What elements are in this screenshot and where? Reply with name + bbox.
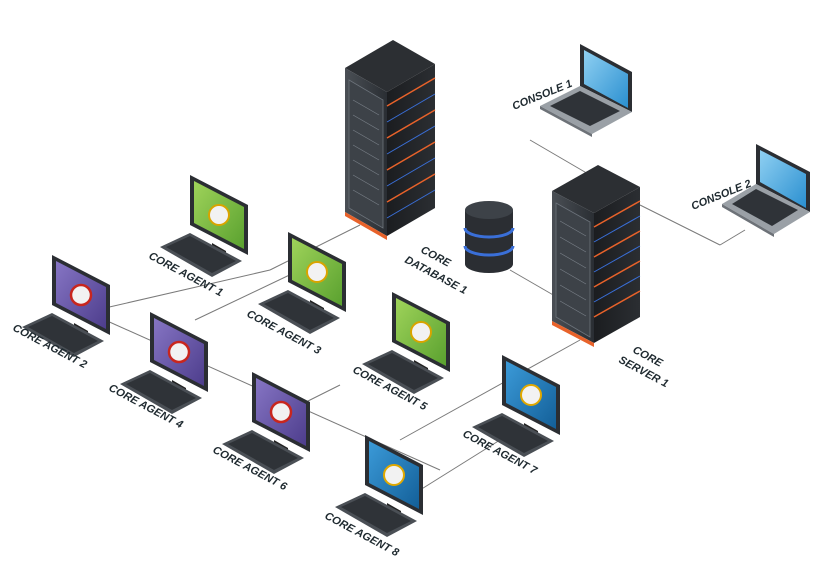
rack-accent-stripes bbox=[386, 77, 436, 203]
link-console2-server bbox=[639, 204, 721, 246]
core-agent-5-computer bbox=[362, 292, 450, 394]
core-agent-7-computer bbox=[472, 355, 560, 457]
main-server-rack bbox=[345, 40, 436, 240]
app-logo-icon bbox=[306, 261, 328, 283]
console-1-laptop bbox=[540, 44, 632, 137]
rack-side bbox=[387, 64, 435, 236]
rack-door bbox=[348, 79, 384, 229]
link-db-server bbox=[509, 269, 556, 297]
core-agent-8-computer bbox=[335, 435, 423, 537]
core-agent-1-computer bbox=[160, 175, 248, 277]
core-agent-6-computer bbox=[222, 372, 310, 474]
app-logo-icon bbox=[410, 321, 432, 343]
link-server-agent7 bbox=[399, 339, 581, 441]
rack-base-accent bbox=[345, 212, 387, 240]
app-logo-icon bbox=[69, 283, 93, 307]
core-agent-3-computer bbox=[258, 232, 346, 334]
rack-top bbox=[552, 165, 640, 213]
link-console1-server bbox=[529, 139, 591, 176]
rack-side bbox=[594, 187, 640, 343]
laptop-keyboard bbox=[550, 91, 620, 126]
core-agent-4-computer bbox=[120, 312, 208, 414]
rack-top bbox=[345, 40, 435, 92]
rack-accent-stripes bbox=[593, 200, 641, 318]
link-agent7-agent8 bbox=[419, 439, 501, 491]
console-2-laptop bbox=[722, 144, 810, 237]
rack-blue-stripes bbox=[386, 93, 436, 219]
link-console2-drop bbox=[719, 229, 746, 246]
rack-base-accent bbox=[552, 321, 594, 347]
laptop-keyboard bbox=[732, 189, 798, 226]
app-logo-icon bbox=[167, 340, 191, 364]
laptop-screen bbox=[760, 150, 806, 208]
app-logo-icon bbox=[383, 464, 405, 486]
rack-door bbox=[555, 202, 591, 338]
app-logo-icon bbox=[208, 204, 230, 226]
app-logo-icon bbox=[269, 400, 293, 424]
app-logo-icon bbox=[520, 384, 542, 406]
rack-door-vents bbox=[559, 220, 587, 317]
database-icon bbox=[463, 201, 515, 273]
link-agent1-agent2 bbox=[104, 269, 271, 309]
core-agent-2-computer bbox=[22, 255, 110, 357]
laptop-screen bbox=[584, 50, 628, 108]
link-agent3-agent4 bbox=[194, 269, 301, 321]
core-server-1-rack bbox=[552, 165, 641, 347]
rack-door-vents bbox=[352, 99, 380, 206]
rack-blue-stripes bbox=[593, 215, 641, 303]
